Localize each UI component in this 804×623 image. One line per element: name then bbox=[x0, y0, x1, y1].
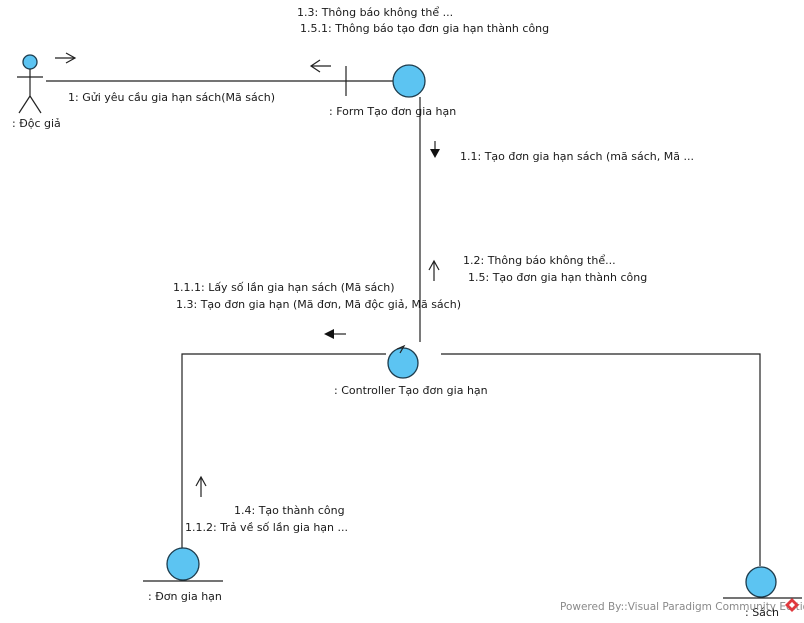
object-controller[interactable]: : Controller Tạo đơn gia hạn bbox=[334, 344, 488, 397]
visual-paradigm-logo-icon bbox=[785, 598, 799, 612]
message-arrow-left-filled-icon bbox=[324, 329, 346, 339]
message-arrow-down-icon bbox=[430, 141, 440, 158]
entity-icon bbox=[166, 547, 200, 581]
message-1-2: 1.2: Thông báo không thể... bbox=[463, 254, 616, 267]
message-arrow-right-icon bbox=[55, 52, 77, 64]
message-arrow-left-icon bbox=[309, 59, 331, 73]
message-arrow-up-icon bbox=[428, 259, 440, 281]
control-arrow-icon bbox=[396, 344, 406, 354]
boundary-icon bbox=[392, 64, 426, 98]
controller-label: : Controller Tạo đơn gia hạn bbox=[334, 384, 488, 397]
message-1-1-1: 1.1.1: Lấy số lần gia hạn sách (Mã sách) bbox=[173, 281, 395, 294]
actor-left-leg bbox=[18, 95, 31, 114]
message-1-3-don: 1.3: Tạo đơn gia hạn (Mã đơn, Mã độc giả… bbox=[176, 298, 461, 311]
object-form[interactable]: : Form Tạo đơn gia hạn bbox=[329, 64, 456, 118]
message-arrow-up-icon bbox=[195, 475, 207, 497]
watermark-text: Powered By::Visual Paradigm Community Ed… bbox=[560, 601, 804, 613]
message-1-1: 1.1: Tạo đơn gia hạn sách (mã sách, Mã .… bbox=[460, 150, 694, 163]
message-1-4: 1.4: Tạo thành công bbox=[234, 504, 345, 517]
link-controller-sach[interactable] bbox=[441, 353, 761, 566]
message-1: 1: Gửi yêu cầu gia hạn sách(Mã sách) bbox=[68, 91, 275, 104]
object-don-gia-han[interactable]: : Đơn gia hạn bbox=[143, 547, 223, 603]
object-sach[interactable]: : Sách bbox=[723, 566, 802, 619]
control-icon bbox=[387, 347, 419, 379]
actor-right-leg bbox=[29, 95, 42, 114]
form-label: : Form Tạo đơn gia hạn bbox=[329, 105, 456, 118]
actor-label: : Độc giả bbox=[12, 117, 61, 130]
link-controller-don[interactable] bbox=[181, 353, 386, 548]
entity-icon bbox=[745, 566, 777, 598]
message-1-5: 1.5: Tạo đơn gia hạn thành công bbox=[468, 271, 647, 284]
message-1-1-2: 1.1.2: Trả về số lần gia hạn ... bbox=[185, 521, 348, 534]
sach-label: : Sách bbox=[745, 606, 779, 619]
message-1-5-1: 1.5.1: Thông báo tạo đơn gia hạn thành c… bbox=[300, 22, 549, 35]
message-1-3-form: 1.3: Thông báo không thể ... bbox=[297, 6, 453, 19]
actor-head-icon bbox=[22, 54, 38, 70]
actor-doc-gia[interactable]: : Độc giả bbox=[12, 54, 61, 130]
don-label: : Đơn gia hạn bbox=[148, 590, 222, 603]
